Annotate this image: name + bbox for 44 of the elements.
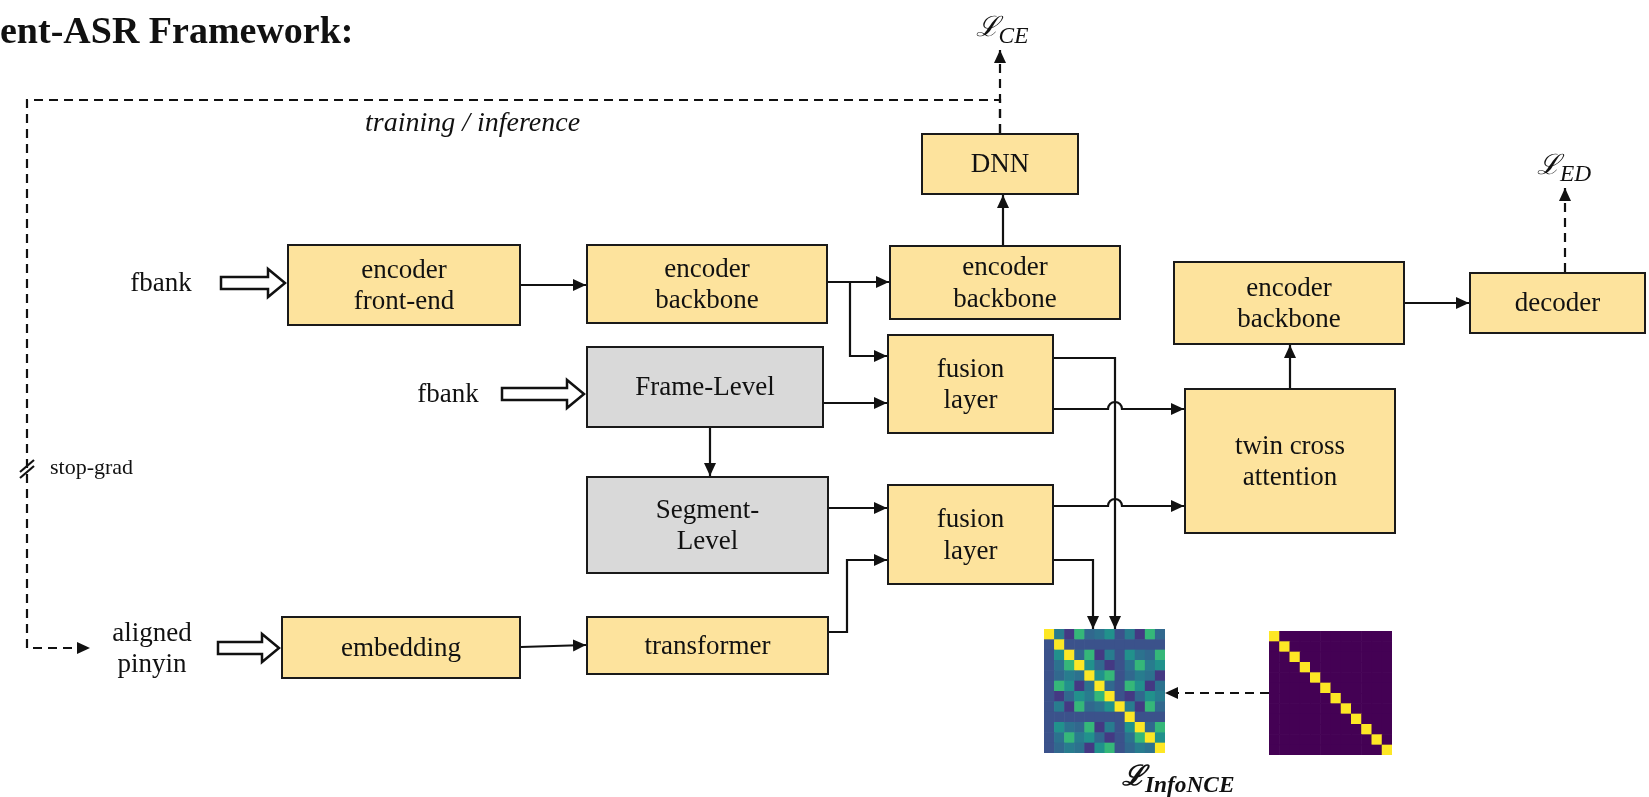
process-box: embedding — [281, 616, 521, 679]
arrow — [704, 428, 716, 476]
process-box: encoder backbone — [586, 244, 828, 324]
similarity-matrix-picture — [1044, 629, 1165, 753]
arrow — [1054, 401, 1184, 415]
target-matrix-picture — [1269, 631, 1392, 755]
arrow — [520, 639, 587, 652]
hollow-arrow — [216, 631, 281, 665]
title: ent-ASR Framework: — [0, 8, 354, 52]
dashed-arrow — [25, 98, 1002, 654]
annotation-label: stop-grad — [50, 454, 134, 480]
dashed-arrow — [1165, 687, 1269, 699]
arrow — [1054, 356, 1121, 629]
arrow — [1054, 558, 1099, 629]
process-box: twin cross attention — [1184, 388, 1396, 534]
arrow — [1054, 498, 1184, 512]
arrow — [828, 280, 887, 362]
process-box: encoder backbone — [1173, 261, 1405, 345]
mode-label: training / inference — [365, 106, 581, 138]
process-box: DNN — [921, 133, 1079, 195]
arrow — [521, 279, 586, 291]
process-box: transformer — [586, 616, 829, 675]
loss-label: ℒ$_{CE}$ — [970, 10, 1034, 50]
arrow — [824, 397, 887, 409]
arrow — [829, 554, 887, 634]
process-box: Segment-Level — [586, 476, 829, 574]
process-box: Frame-Level — [586, 346, 824, 428]
input-label: fbank — [105, 266, 217, 300]
arrow — [997, 195, 1009, 245]
process-box: decoder — [1469, 272, 1646, 334]
arrow — [1405, 297, 1469, 309]
dashed-arrow — [1559, 188, 1571, 272]
hollow-arrow — [500, 377, 586, 411]
process-box: encoder front-end — [287, 244, 521, 326]
hollow-arrow — [219, 266, 287, 300]
process-box: fusion layer — [887, 484, 1054, 585]
loss-label: ℒ$_{InfoNCE}$ — [1122, 759, 1235, 797]
arrow — [829, 502, 887, 514]
process-box: encoder backbone — [889, 245, 1121, 320]
arrow — [1284, 345, 1296, 388]
loss-label: ℒ$_{ED}$ — [1530, 148, 1598, 188]
input-label: fbank — [398, 377, 498, 411]
process-box: fusion layer — [887, 334, 1054, 434]
input-label: aligned pinyin — [90, 612, 214, 684]
